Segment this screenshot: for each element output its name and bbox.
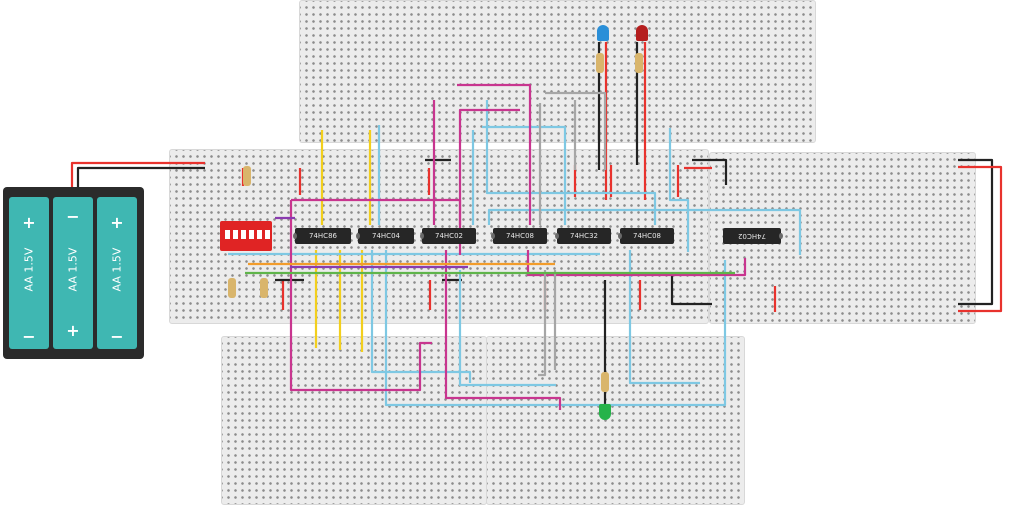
cell-3-top-terminal: + (110, 213, 124, 232)
red-led[interactable] (636, 25, 648, 41)
wire-cyan-6[interactable] (668, 128, 690, 252)
chip-74hc02[interactable]: 74HC02 (420, 228, 476, 244)
wire-ground-right[interactable] (670, 276, 712, 306)
green-led[interactable] (599, 404, 611, 420)
cell-3-bottom-terminal: − (110, 327, 124, 346)
wire-gray-3[interactable] (538, 270, 547, 377)
wire-battery-positive[interactable] (70, 161, 205, 190)
cell-1-top-terminal: + (22, 213, 36, 232)
wire-power-bridge[interactable] (692, 158, 728, 185)
battery-cell-3: + AA 1.5V − (97, 197, 137, 349)
chip-74hc08-a[interactable]: 74HC08 (491, 228, 547, 244)
breadboard-bottom-right (486, 336, 745, 505)
dip-switch-position-1[interactable] (225, 230, 230, 239)
dip-switch-position-5[interactable] (257, 230, 262, 239)
chip-74hc32[interactable]: 74HC32 (555, 228, 611, 244)
wire-cyan-11[interactable] (628, 250, 700, 385)
wire-magenta-5[interactable] (444, 250, 562, 410)
breadboard-bottom-left (221, 336, 487, 505)
chip-74hc04[interactable]: 74HC04 (356, 228, 414, 244)
wire-magenta-6[interactable] (526, 250, 747, 277)
wire-battery-negative[interactable] (76, 166, 205, 190)
dip-switch-position-6[interactable] (265, 230, 270, 239)
battery-pack[interactable]: + AA 1.5V − − AA 1.5V + + AA 1.5V − (3, 187, 144, 359)
wire-magenta-2[interactable] (457, 83, 532, 225)
breadboard-top (299, 0, 816, 143)
chip-74hc86[interactable]: 74HC86 (293, 228, 351, 244)
wire-cyan-10[interactable] (458, 270, 556, 387)
dip-switch[interactable] (220, 221, 272, 251)
blue-led[interactable] (597, 25, 609, 41)
wire-gray-1[interactable] (545, 91, 607, 170)
cell-2-top-terminal: − (66, 207, 80, 226)
cell-2-label: AA 1.5V (66, 247, 80, 292)
battery-cell-2: − AA 1.5V + (53, 197, 93, 349)
resistor-pulldown-2[interactable] (260, 278, 268, 298)
battery-cell-1: + AA 1.5V − (9, 197, 49, 349)
resistor-blue-led[interactable] (596, 53, 604, 73)
wire-magenta-4[interactable] (289, 200, 432, 392)
cell-1-label: AA 1.5V (22, 247, 36, 292)
cell-3-label: AA 1.5V (110, 247, 124, 292)
wire-cyan-3[interactable] (485, 100, 657, 225)
resistor-pulldown-1[interactable] (228, 278, 236, 298)
chip-74hc02-rotated[interactable]: 74HC02 (723, 228, 781, 244)
wire-cyan-9[interactable] (384, 250, 727, 407)
wire-cyan-4[interactable] (487, 208, 802, 255)
wire-right-loop-red[interactable] (958, 165, 1003, 313)
dip-switch-position-3[interactable] (241, 230, 246, 239)
cell-2-bottom-terminal: + (66, 321, 80, 340)
dip-switch-position-2[interactable] (233, 230, 238, 239)
wire-cyan-5[interactable] (482, 125, 567, 225)
cell-1-bottom-terminal: − (22, 327, 36, 346)
resistor-red-led[interactable] (635, 53, 643, 73)
chip-74hc08-b[interactable]: 74HC08 (618, 228, 674, 244)
dip-switch-position-4[interactable] (249, 230, 254, 239)
wire-magenta-7[interactable] (458, 108, 520, 255)
resistor-top-left[interactable] (243, 166, 251, 186)
wire-right-loop-black[interactable] (958, 158, 994, 306)
resistor-green-led[interactable] (601, 372, 609, 392)
